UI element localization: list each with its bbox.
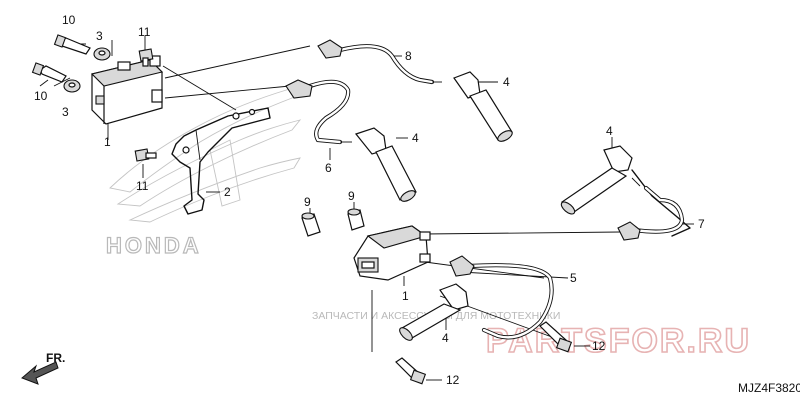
callout-10-upper: 10 <box>62 13 76 27</box>
honda-watermark-text: HONDA <box>106 233 202 258</box>
callout-4-middle: 4 <box>412 131 419 145</box>
honda-wing-watermark: HONDA <box>105 85 302 259</box>
high-tension-cord-8 <box>317 39 442 85</box>
plug-cap-4-middle <box>354 127 417 202</box>
callout-3-upper: 3 <box>96 29 103 43</box>
high-tension-cord-7 <box>617 185 685 241</box>
callout-2: 2 <box>224 185 231 199</box>
callout-11-upper: 11 <box>138 25 151 39</box>
plug-cap-4-lower <box>399 283 469 341</box>
callout-6: 6 <box>325 161 332 175</box>
collar-9-right <box>347 208 365 231</box>
callout-4-lower: 4 <box>442 331 449 345</box>
callout-8: 8 <box>405 49 412 63</box>
plug-cap-4-right <box>560 145 691 237</box>
callout-9-right: 9 <box>348 189 355 203</box>
bolt-11-lower <box>134 148 157 162</box>
collar-3-upper <box>93 47 111 61</box>
shop-watermark: ЗАПЧАСТИ И АКСЕССУАРЫ ДЛЯ МОТОТЕХНИКИ PA… <box>312 310 751 361</box>
callout-11-lower: 11 <box>136 179 149 193</box>
callout-9-left: 9 <box>304 195 311 209</box>
callout-numbers: 10 10 3 3 11 11 1 2 8 4 4 6 4 7 9 9 1 5 … <box>34 13 705 387</box>
collar-9-left <box>301 212 321 237</box>
callout-4-right: 4 <box>606 124 613 138</box>
bolt-10-upper <box>53 34 91 55</box>
bolt-11-upper <box>138 48 154 67</box>
callout-1-lower: 1 <box>402 289 409 303</box>
bolt-12-bottom <box>395 357 427 385</box>
ignition-coil-lower <box>353 225 431 281</box>
high-tension-cord-6 <box>285 79 352 145</box>
front-direction-arrow: FR. <box>21 351 65 385</box>
callout-3-lower: 3 <box>62 105 69 119</box>
callout-1-upper: 1 <box>104 135 111 149</box>
callout-4-top: 4 <box>503 75 510 89</box>
callout-12-bottom: 12 <box>446 373 460 387</box>
diagram-code: MJZ4F3820 <box>738 381 800 395</box>
bolt-10-lower <box>31 62 67 83</box>
callout-12-right: 12 <box>592 339 606 353</box>
callout-5: 5 <box>570 271 577 285</box>
callout-7: 7 <box>698 217 705 231</box>
callout-10-lower: 10 <box>34 89 48 103</box>
bolt-12-right <box>539 321 573 353</box>
collar-3-lower <box>63 79 81 93</box>
high-tension-cord-5 <box>449 255 554 340</box>
ignition-coil-upper <box>90 55 164 125</box>
plug-cap-4-upper-right <box>453 71 513 142</box>
shop-logo: PARTSFOR.RU <box>486 322 751 360</box>
coil-bracket <box>171 107 271 215</box>
direction-label: FR. <box>46 351 65 365</box>
